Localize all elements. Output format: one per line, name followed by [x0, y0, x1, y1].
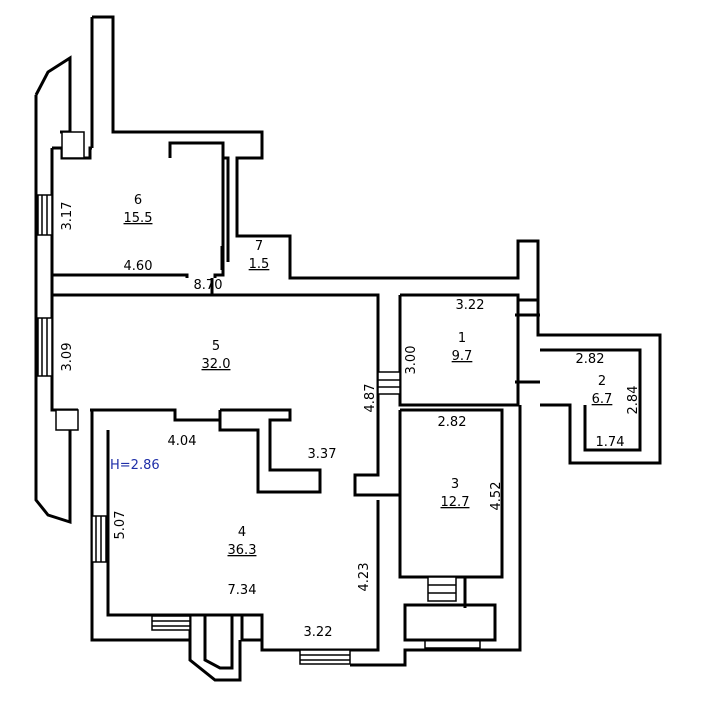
room-2-number: 2: [598, 374, 606, 389]
dim-room2-height: 2.84: [626, 386, 641, 415]
dim-room1-width: 3.22: [456, 298, 485, 313]
room-5-area: 32.0: [202, 357, 231, 372]
dim-room3-height: 4.52: [489, 482, 504, 511]
doors: [210, 246, 540, 642]
dim-room2-bottom: 1.74: [596, 435, 625, 450]
dim-room5-height: 3.09: [60, 343, 75, 372]
dim-room2-width: 2.82: [576, 352, 605, 367]
room-6-number: 6: [134, 193, 142, 208]
window-bay-bottom: [55, 409, 79, 431]
room-6-area: 15.5: [124, 211, 153, 226]
room-3-number: 3: [451, 477, 459, 492]
dim-room4-right: 4.23: [357, 563, 372, 592]
room-3-area: 12.7: [441, 495, 470, 510]
stairs-room3: [427, 576, 457, 602]
windows: [37, 131, 481, 665]
dim-room1-height: 3.00: [404, 346, 419, 375]
dimension-labels: 3.17 4.60 8.70 3.09 4.87 3.37 4.04 5.07 …: [60, 202, 641, 640]
room-2-area: 6.7: [592, 392, 613, 407]
room-7-number: 7: [255, 239, 263, 254]
walls: [34, 15, 662, 682]
room-labels: 6 15.5 7 1.5 5 32.0 1 9.7 2 6.7 3 12.7 4…: [110, 193, 612, 558]
room-4-area: 36.3: [228, 543, 257, 558]
dim-room3-width: 2.82: [438, 415, 467, 430]
window-room5: [37, 317, 53, 377]
ceiling-height: H=2.86: [110, 458, 160, 473]
window-bay-top: [61, 131, 85, 159]
dim-room4-height: 5.07: [113, 511, 128, 540]
room-1-number: 1: [458, 331, 466, 346]
dim-room5-width: 8.70: [194, 278, 223, 293]
door-room1: [377, 371, 401, 395]
room-1-area: 9.7: [452, 349, 473, 364]
dim-room4-width: 7.34: [228, 583, 257, 598]
window-room4-left: [91, 515, 107, 563]
dim-room5-inner: 4.87: [363, 384, 378, 413]
dim-room5-step: 3.37: [308, 447, 337, 462]
dim-room4-width-top: 4.04: [168, 434, 197, 449]
dim-room6-height: 3.17: [60, 202, 75, 231]
room-7-area: 1.5: [249, 257, 270, 272]
room-4-number: 4: [238, 525, 246, 540]
dim-room6-width: 4.60: [124, 259, 153, 274]
window-room4-bottom-left: [151, 615, 191, 631]
window-room6: [37, 194, 53, 236]
room-5-number: 5: [212, 339, 220, 354]
balcony-box: [403, 603, 497, 642]
window-room4-bottom: [299, 649, 351, 665]
dim-room4-bottom: 3.22: [304, 625, 333, 640]
